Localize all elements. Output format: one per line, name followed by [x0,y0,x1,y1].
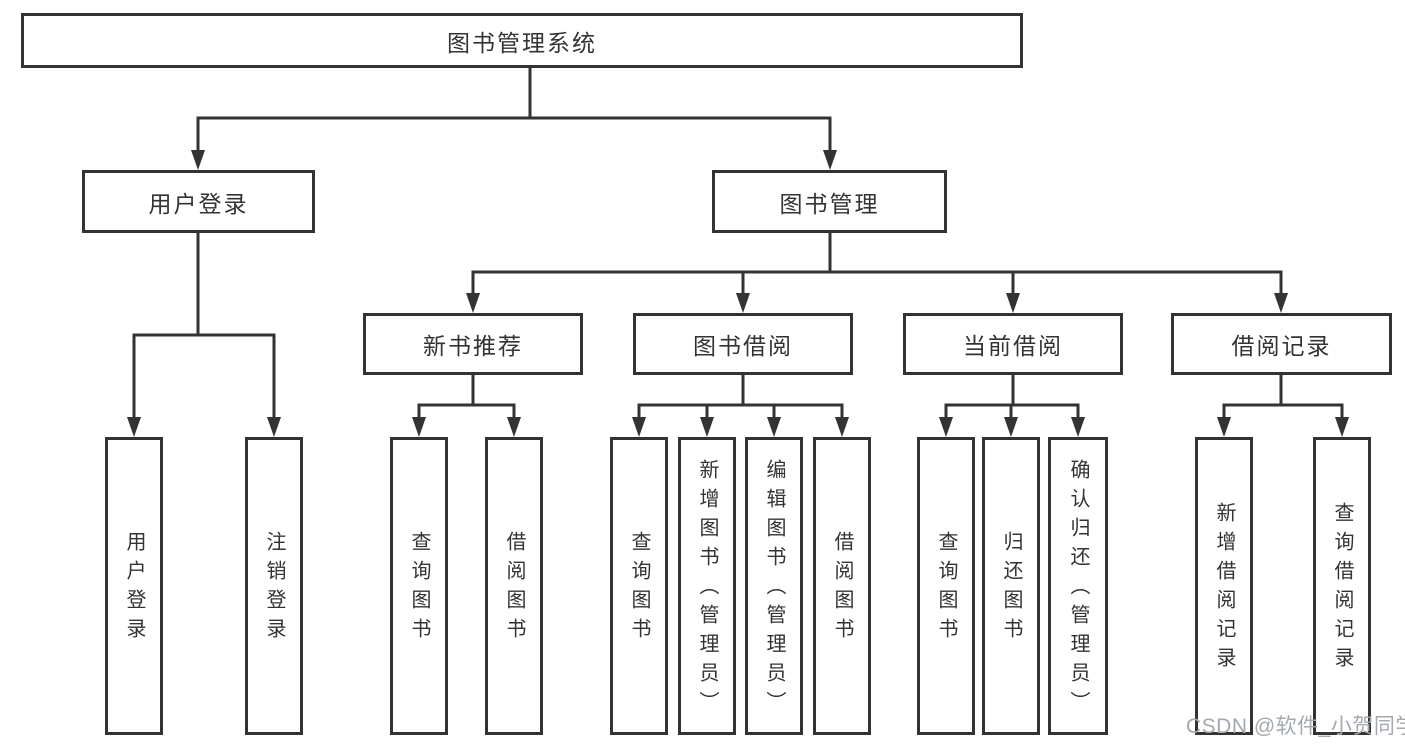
leaf-user-login: 用户登录 [105,437,163,735]
leaf-edit-book: 编辑图书（管理员） [745,437,803,735]
node-current-borrow: 当前借阅 [903,313,1123,375]
leaf-query-book-3: 查询图书 [917,437,975,735]
leaf-return-book: 归还图书 [982,437,1040,735]
leaf-borrow-book-1: 借阅图书 [485,437,543,735]
node-user-login: 用户登录 [82,170,315,233]
leaf-logout: 注销登录 [245,437,303,735]
leaf-add-book: 新增图书（管理员） [678,437,736,735]
node-book-management: 图书管理 [712,170,947,233]
leaf-query-book-1: 查询图书 [390,437,448,735]
node-root: 图书管理系统 [21,13,1023,68]
node-new-book-recommend: 新书推荐 [363,313,583,375]
leaf-query-borrow-record: 查询借阅记录 [1313,437,1371,735]
leaf-borrow-book-2: 借阅图书 [813,437,871,735]
leaf-query-book-2: 查询图书 [610,437,668,735]
node-book-borrow: 图书借阅 [633,313,853,375]
watermark-text: CSDN @软件_小贺同学 [1186,715,1405,738]
node-borrow-record: 借阅记录 [1171,313,1392,375]
leaf-add-borrow-record: 新增借阅记录 [1195,437,1253,735]
leaf-confirm-return: 确认归还（管理员） [1048,437,1108,735]
